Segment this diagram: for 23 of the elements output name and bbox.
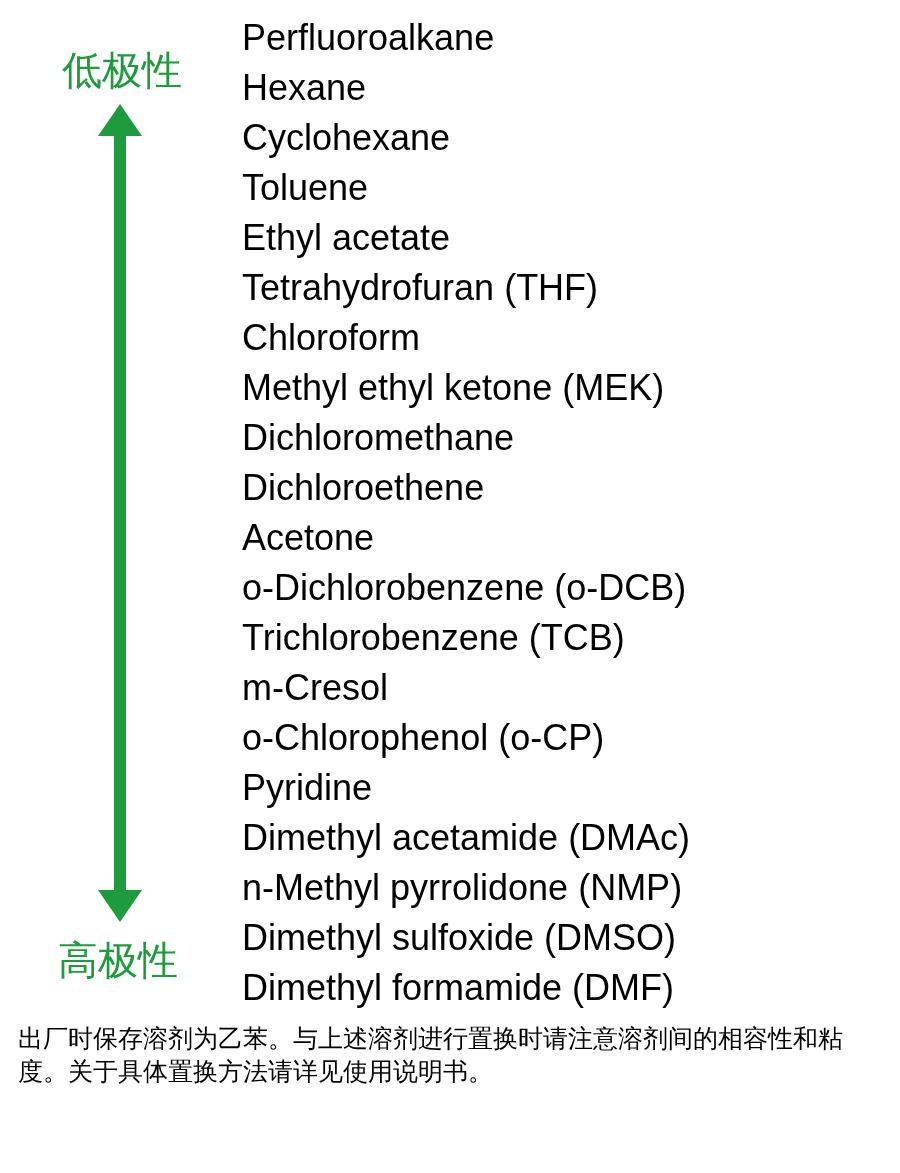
solvent-name: Toluene <box>242 170 369 206</box>
polarity-label: 高极性 <box>58 940 178 980</box>
solvent-name: Chloroform <box>242 320 421 356</box>
polarity-label: 低极性 <box>62 50 182 90</box>
solvent-name: Acetone <box>242 520 375 556</box>
solvent-name: Cyclohexane <box>242 120 451 156</box>
solvent-name: Ethyl acetate <box>242 220 451 256</box>
solvent-name: Tetrahydrofuran (THF) <box>242 270 599 306</box>
solvent-name: o-Chlorophenol (o-CP) <box>242 720 605 756</box>
solvent-name: Dimethyl sulfoxide (DMSO) <box>242 920 677 956</box>
solvent-name: n-Methyl pyrrolidone (NMP) <box>242 870 683 906</box>
solvent-name: Pyridine <box>242 770 373 806</box>
solvent-name: Dichloroethene <box>242 470 485 506</box>
solvent-name: Hexane <box>242 70 367 106</box>
solvent-name: Dimethyl formamide (DMF) <box>242 970 675 1006</box>
solvent-name: m-Cresol <box>242 670 388 706</box>
solvent-name: Methyl ethyl ketone (MEK) <box>242 370 665 406</box>
solvent-name: Trichlorobenzene (TCB) <box>242 620 625 656</box>
solvent-name: Dimethyl acetamide (DMAc) <box>242 820 691 856</box>
footnote: 出厂时保存溶剂为乙苯。与上述溶剂进行置换时请注意溶剂间的相容性和粘度。关于具体置换方法请详见使用说明书。 <box>18 1023 844 1087</box>
solvent-name: Perfluoroalkane <box>242 20 495 56</box>
solvent-name: o-Dichlorobenzene (o-DCB) <box>242 570 687 606</box>
solvent-name: Dichloromethane <box>242 420 515 456</box>
